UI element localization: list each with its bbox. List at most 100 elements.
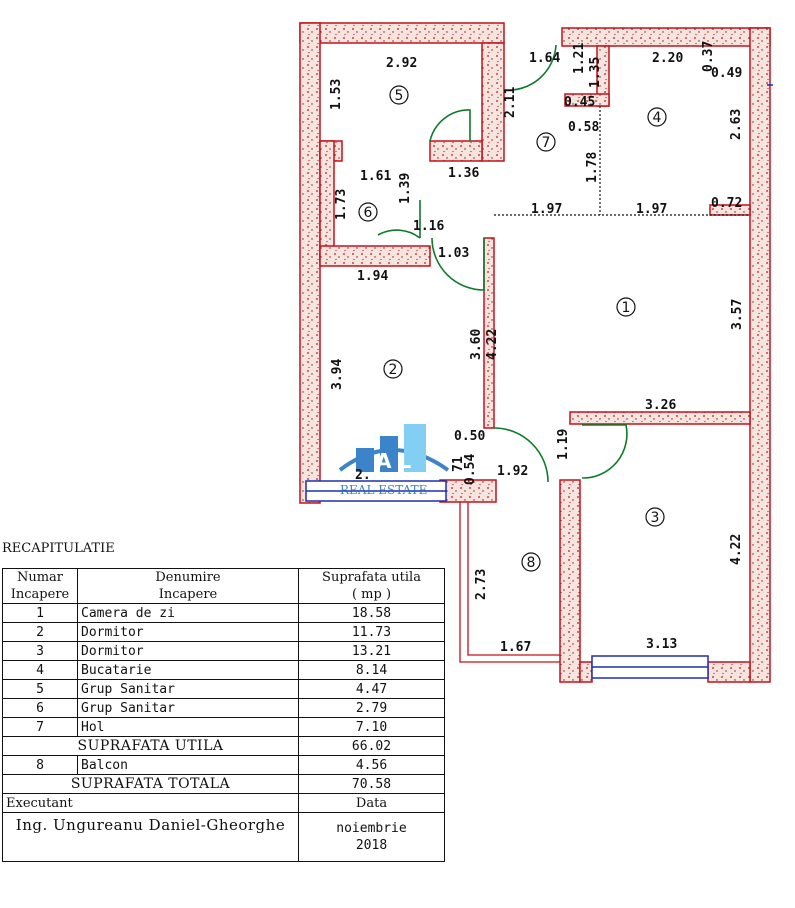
date-label: Data <box>298 793 445 813</box>
dimension-label: 0.72 <box>711 196 742 211</box>
room-marker-circle <box>521 552 541 572</box>
room-area-cell: 8.14 <box>298 660 445 680</box>
door-swings <box>377 44 628 483</box>
room-number-cell: 5 <box>2 679 78 699</box>
room-number: 1 <box>622 300 631 316</box>
watermark-brand: REAL ESTATE <box>340 483 427 497</box>
walls <box>299 22 771 683</box>
dimension-label: 3.60 <box>469 329 484 360</box>
dimension-label: 1.35 <box>588 57 603 88</box>
dimension-label: 2.20 <box>652 51 683 66</box>
dimension-label: 2.11 <box>503 87 518 118</box>
room-number: 5 <box>395 88 404 104</box>
header-num: Numar Incapere <box>2 568 78 604</box>
room-name-cell: Hol <box>77 717 299 737</box>
total-label: SUPRAFATA TOTALA <box>2 774 299 794</box>
dimension-label: 1.78 <box>585 152 600 183</box>
room-number: 6 <box>364 205 373 221</box>
room-number-cell: 4 <box>2 660 78 680</box>
room-area-cell: 11.73 <box>298 622 445 642</box>
room-area-cell: 2.79 <box>298 698 445 718</box>
room-number-cell: 1 <box>2 603 78 623</box>
balcony-area: 4.56 <box>298 755 445 775</box>
header-area: Suprafata utila ( mp ) <box>298 568 445 604</box>
dimension-label: 1.39 <box>398 173 413 204</box>
room-area-cell: 4.47 <box>298 679 445 699</box>
dimension-label: 1.16 <box>413 219 444 234</box>
header-name: Denumire Incapere <box>77 568 299 604</box>
dimension-label: 3.26 <box>645 398 676 413</box>
room-marker-2: 2 <box>383 359 403 379</box>
balcony-name: Balcon <box>77 755 299 775</box>
recap-header-row: Numar Incapere Denumire Incapere Suprafa… <box>2 568 445 604</box>
dimension-label: 2.73 <box>474 569 489 600</box>
room-area-cell: 7.10 <box>298 717 445 737</box>
dimension-label: 0.37 <box>701 41 716 72</box>
room-number-cell: 6 <box>2 698 78 718</box>
dimension-label: 1.67 <box>500 640 531 655</box>
room-name-cell: Grup Sanitar <box>77 698 299 718</box>
room-number-cell: 3 <box>2 641 78 661</box>
dimension-label: 1.97 <box>531 202 562 217</box>
room-name-cell: Grup Sanitar <box>77 679 299 699</box>
room-marker-circle <box>647 107 667 127</box>
dimension-label: 1.73 <box>334 189 349 220</box>
room-marker-1: 1 <box>616 297 636 317</box>
balcony-row: 8 Balcon 4.56 <box>2 755 445 775</box>
dimension-label: 3.94 <box>330 359 345 390</box>
dimension-label: 3.13 <box>646 637 677 652</box>
dimension-label: 1.97 <box>636 202 667 217</box>
dimension-label: 4.22 <box>485 329 500 360</box>
dimension-label: 1.94 <box>357 269 388 284</box>
balcony-outline <box>459 502 560 663</box>
room-marker-circle <box>358 202 378 222</box>
room-marker-8: 8 <box>521 552 541 572</box>
recap-title: RECAPITULATIE <box>2 541 115 556</box>
dimension-label: 1.64 <box>529 51 560 66</box>
dimension-label: 1.36 <box>448 166 479 181</box>
room-marker-4: 4 <box>647 107 667 127</box>
room-name-cell: Bucatarie <box>77 660 299 680</box>
windows <box>305 84 773 679</box>
dimension-label: 1.21 <box>572 43 587 74</box>
total-value: 70.58 <box>298 774 445 794</box>
dimension-label: 1.19 <box>556 429 571 460</box>
room-marker-5: 5 <box>389 85 409 105</box>
room-marker-circle <box>383 359 403 379</box>
dimension-label: 2.92 <box>386 56 417 71</box>
date-value: noiembrie 2018 <box>298 812 445 862</box>
dimension-label: 71 <box>451 456 466 472</box>
room-name-cell: Dormitor <box>77 622 299 642</box>
dimension-label: 2.63 <box>729 109 744 140</box>
watermark-letters: A L <box>376 449 411 473</box>
executant-header-row: Executant Data <box>2 793 445 813</box>
partitions <box>494 106 750 216</box>
room-number: 4 <box>653 110 662 126</box>
room-area-cell: 13.21 <box>298 641 445 661</box>
dimension-label: 0.49 <box>711 66 742 81</box>
dimension-label: 0.58 <box>568 120 599 135</box>
room-name-cell: Camera de zi <box>77 603 299 623</box>
dimension-label: 2. <box>355 468 371 483</box>
dimension-label: 1.03 <box>438 246 469 261</box>
grand-total-row: SUPRAFATA TOTALA 70.58 <box>2 774 445 794</box>
useful-value: 66.02 <box>298 736 445 756</box>
room-area-cell: 18.58 <box>298 603 445 623</box>
room-marker-circle <box>389 85 409 105</box>
dimension-label: 4.22 <box>729 534 744 565</box>
dimension-label: 0.45 <box>564 95 595 110</box>
dimension-label: 0.50 <box>454 429 485 444</box>
executant-label: Executant <box>2 793 299 813</box>
room-name-cell: Dormitor <box>77 641 299 661</box>
room-marker-circle <box>536 132 556 152</box>
room-marker-circle <box>645 507 665 527</box>
room-number: 8 <box>527 555 536 571</box>
executant-row: Ing. Ungureanu Daniel-Gheorghe noiembrie… <box>2 812 445 862</box>
